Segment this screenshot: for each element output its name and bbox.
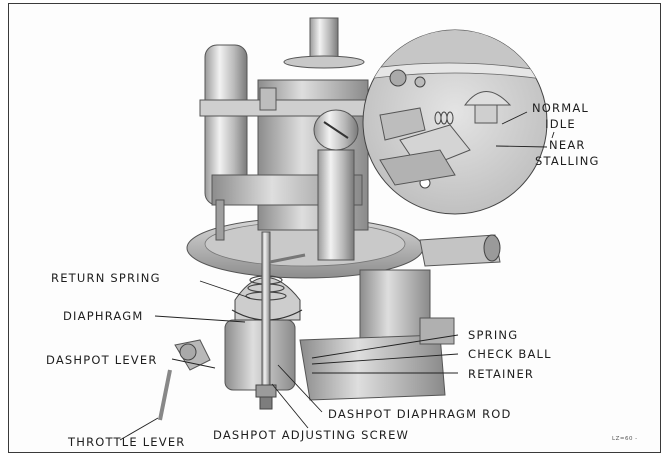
normal-idle-line2: IDLE [545,116,576,131]
label-near-stalling: NEAR STALLING [535,138,600,168]
label-dashpot-diaphragm-rod: DASHPOT DIAPHRAGM ROD [328,407,512,421]
near-stalling-line1: NEAR [549,138,586,152]
float-bowl [199,17,371,261]
near-stalling-line2: STALLING [535,153,600,168]
label-throttle-lever: THROTTLE LEVER [68,435,186,449]
label-dashpot-lever: DASHPOT LEVER [46,353,158,367]
figure-code: LZ=60 - [612,436,638,442]
label-dashpot-adjusting-screw: DASHPOT ADJUSTING SCREW [213,428,410,442]
label-check-ball: CHECK BALL [468,347,552,361]
inset-detail [362,29,548,215]
throttle-body [186,217,501,401]
label-normal-idle: NORMAL IDLE [532,101,590,131]
label-spring: SPRING [468,328,519,342]
label-return-spring: RETURN SPRING [51,271,161,285]
leader-lines [119,111,555,441]
normal-idle-line1: NORMAL [532,101,590,115]
label-diaphragm: DIAPHRAGM [63,309,144,323]
dashpot-assembly [158,231,306,421]
label-retainer: RETAINER [468,367,535,381]
